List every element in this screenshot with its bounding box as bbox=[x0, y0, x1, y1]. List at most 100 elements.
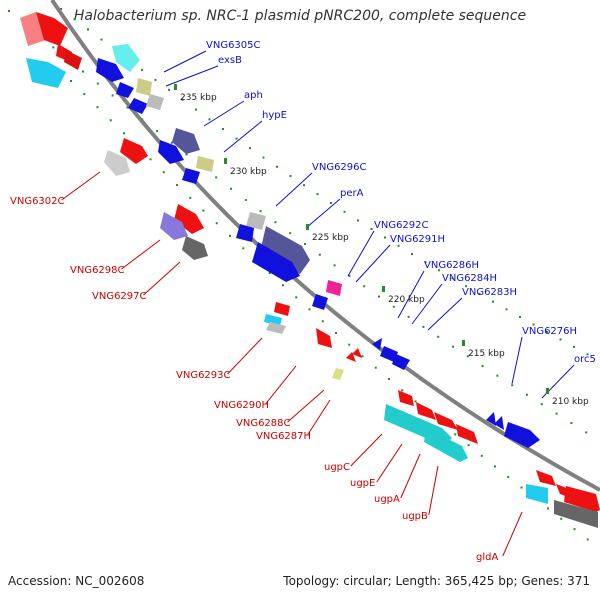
leader-line bbox=[163, 50, 207, 73]
tick-dot bbox=[357, 219, 359, 222]
tick-dot bbox=[123, 132, 125, 135]
tick-label: 215 kbp bbox=[468, 349, 505, 359]
feature-blue bbox=[372, 338, 382, 350]
tick-dot bbox=[333, 264, 336, 267]
tick-dot bbox=[414, 400, 417, 403]
tick-dot bbox=[318, 253, 321, 256]
tick-dot bbox=[303, 184, 305, 187]
leader-line bbox=[165, 65, 219, 87]
gene-label: VNG6283H bbox=[462, 287, 517, 298]
tick-dot bbox=[262, 156, 265, 159]
feature-label-group: VNG6305CexsBaphhypEVNG6296CperAVNG6292CV… bbox=[10, 40, 596, 563]
tick-mark bbox=[382, 286, 385, 292]
tick-label: 220 kbp bbox=[388, 295, 425, 305]
tick-dot bbox=[222, 128, 224, 131]
tick-label: 235 kbp bbox=[180, 93, 217, 103]
tick-dot bbox=[361, 355, 364, 358]
tick-dot bbox=[570, 422, 573, 425]
gene-label: VNG6286H bbox=[424, 260, 479, 271]
tick-dot bbox=[397, 244, 400, 247]
leader-line bbox=[350, 433, 383, 467]
leader-line bbox=[143, 261, 181, 296]
tick-dot bbox=[109, 119, 112, 122]
gene-label: VNG6276H bbox=[522, 326, 577, 337]
tick-dot bbox=[348, 274, 351, 277]
tick-dot bbox=[282, 284, 284, 287]
feature-darkgrey bbox=[554, 500, 598, 528]
tick-dot bbox=[242, 247, 245, 250]
gene-label: VNG6284H bbox=[442, 273, 497, 284]
tick-dot bbox=[411, 253, 413, 256]
tick-mark bbox=[462, 340, 465, 346]
gene-label: ugpE bbox=[350, 478, 375, 489]
tick-dot bbox=[424, 261, 427, 264]
tick-dot bbox=[215, 176, 218, 179]
tick-dot bbox=[507, 476, 510, 479]
tick-dot bbox=[87, 28, 89, 31]
feature-blue bbox=[128, 98, 148, 114]
tick-dot bbox=[363, 285, 366, 288]
tick-dot bbox=[52, 46, 55, 49]
feature-grey bbox=[246, 212, 266, 230]
tick-dot bbox=[532, 323, 535, 326]
feature-red bbox=[316, 328, 332, 348]
gene-label: VNG6288C bbox=[236, 418, 291, 429]
tick-dot bbox=[526, 393, 528, 396]
backbone-arc bbox=[50, 0, 600, 492]
feature-cyan bbox=[264, 314, 282, 326]
feature-slate bbox=[260, 226, 310, 274]
gene-label: perA bbox=[340, 188, 364, 199]
tick-dot bbox=[295, 296, 298, 299]
tick-dot bbox=[494, 465, 496, 468]
tick-dot bbox=[230, 187, 232, 190]
tick-dot bbox=[378, 295, 380, 298]
tick-dot bbox=[181, 98, 184, 101]
tick-dot bbox=[202, 209, 205, 212]
tick-dot bbox=[586, 538, 589, 541]
tick-dot bbox=[96, 106, 99, 109]
leader-line bbox=[511, 336, 523, 385]
tick-dot bbox=[235, 137, 238, 140]
leader-line bbox=[121, 239, 161, 270]
feature-grey bbox=[104, 150, 130, 176]
leader-line bbox=[355, 244, 391, 283]
tick-dot bbox=[289, 175, 292, 178]
tick-mark bbox=[224, 158, 227, 164]
feature-cyan bbox=[526, 484, 548, 504]
leader-line bbox=[502, 511, 523, 557]
tick-dot bbox=[156, 130, 158, 133]
feature-grey bbox=[146, 94, 164, 110]
tick-dot bbox=[321, 320, 324, 323]
feature-khaki bbox=[196, 156, 214, 172]
tick-dot bbox=[208, 118, 211, 121]
feature-red bbox=[564, 486, 600, 512]
leader-line bbox=[427, 297, 463, 331]
feature-red bbox=[346, 352, 356, 362]
feature-red bbox=[352, 348, 362, 358]
tick-dot bbox=[96, 82, 99, 85]
tick-dot bbox=[244, 199, 247, 202]
leader-line bbox=[307, 399, 331, 436]
tick-dot bbox=[126, 106, 129, 109]
feature-magenta bbox=[326, 280, 342, 296]
feature-blue bbox=[380, 346, 398, 362]
leader-line bbox=[305, 198, 341, 229]
tick-dot bbox=[70, 80, 72, 82]
feature-red bbox=[456, 424, 478, 444]
tick-dot bbox=[176, 184, 178, 187]
leader-line bbox=[400, 453, 421, 499]
leader-line bbox=[411, 283, 443, 325]
leader-line bbox=[203, 100, 245, 127]
leader-line bbox=[61, 171, 101, 201]
tick-label: 230 kbp bbox=[230, 167, 267, 177]
tick-dot bbox=[585, 431, 588, 434]
leader-line bbox=[275, 172, 313, 207]
gene-label: VNG6302C bbox=[10, 196, 65, 207]
gene-label: ugpB bbox=[402, 511, 428, 522]
tick-dot-group bbox=[8, 8, 589, 541]
tick-dot bbox=[8, 10, 10, 12]
leader-line bbox=[287, 389, 325, 423]
tick-label: 225 kbp bbox=[312, 233, 349, 243]
topology-summary: Topology: circular; Length: 365,425 bp; … bbox=[283, 574, 590, 588]
tick-dot bbox=[189, 196, 192, 199]
